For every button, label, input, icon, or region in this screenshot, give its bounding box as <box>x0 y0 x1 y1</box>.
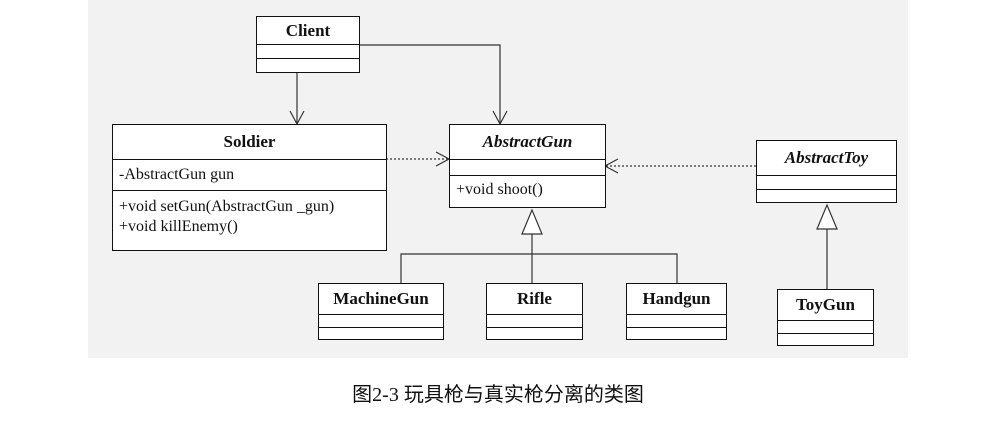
class-abstractgun-methods: +void shoot() <box>450 176 605 200</box>
class-client-attributes <box>257 45 359 59</box>
class-abstractgun-name: AbstractGun <box>450 125 605 160</box>
class-soldier-name: Soldier <box>113 125 386 160</box>
class-client-methods <box>257 59 359 72</box>
class-rifle: Rifle <box>486 283 583 340</box>
class-rifle-name: Rifle <box>487 284 582 315</box>
class-soldier-methods: +void setGun(AbstractGun _gun) +void kil… <box>113 191 386 237</box>
class-abstracttoy-name: AbstractToy <box>757 141 896 176</box>
class-rifle-methods <box>487 328 582 340</box>
class-client: Client <box>256 16 360 73</box>
class-abstracttoy: AbstractToy <box>756 140 897 203</box>
abstracttoy-to-abstractgun-dependency <box>603 158 756 174</box>
class-soldier: Soldier -AbstractGun gun +void setGun(Ab… <box>112 124 387 251</box>
class-toygun: ToyGun <box>777 289 874 346</box>
abstractgun-method-shoot: +void shoot() <box>456 181 543 198</box>
class-client-name: Client <box>257 17 359 45</box>
class-rifle-attributes <box>487 315 582 328</box>
class-handgun-attributes <box>627 315 726 328</box>
client-to-soldier-association <box>289 72 305 126</box>
class-machinegun-methods <box>319 328 443 340</box>
soldier-to-abstractgun-dependency <box>386 151 451 167</box>
class-handgun: Handgun <box>626 283 727 340</box>
gun-generalization <box>400 208 678 283</box>
soldier-method-setgun: +void setGun(AbstractGun _gun) <box>119 198 335 215</box>
client-to-abstractgun-association <box>358 44 508 126</box>
class-handgun-name: Handgun <box>627 284 726 315</box>
toy-generalization <box>816 203 838 289</box>
figure-caption: 图2-3 玩具枪与真实枪分离的类图 <box>352 384 644 406</box>
class-abstracttoy-methods <box>757 190 896 203</box>
class-abstracttoy-attributes <box>757 176 896 190</box>
class-toygun-attributes <box>778 321 873 334</box>
class-machinegun-attributes <box>319 315 443 328</box>
class-abstractgun-attributes <box>450 160 605 176</box>
class-machinegun: MachineGun <box>318 283 444 340</box>
class-abstractgun: AbstractGun +void shoot() <box>449 124 606 208</box>
soldier-method-killenemy: +void killEnemy() <box>119 218 238 235</box>
class-handgun-methods <box>627 328 726 340</box>
class-machinegun-name: MachineGun <box>319 284 443 315</box>
class-toygun-methods <box>778 334 873 346</box>
soldier-attribute-gun: -AbstractGun gun <box>119 166 235 183</box>
class-toygun-name: ToyGun <box>778 290 873 321</box>
class-soldier-attributes: -AbstractGun gun <box>113 160 386 191</box>
